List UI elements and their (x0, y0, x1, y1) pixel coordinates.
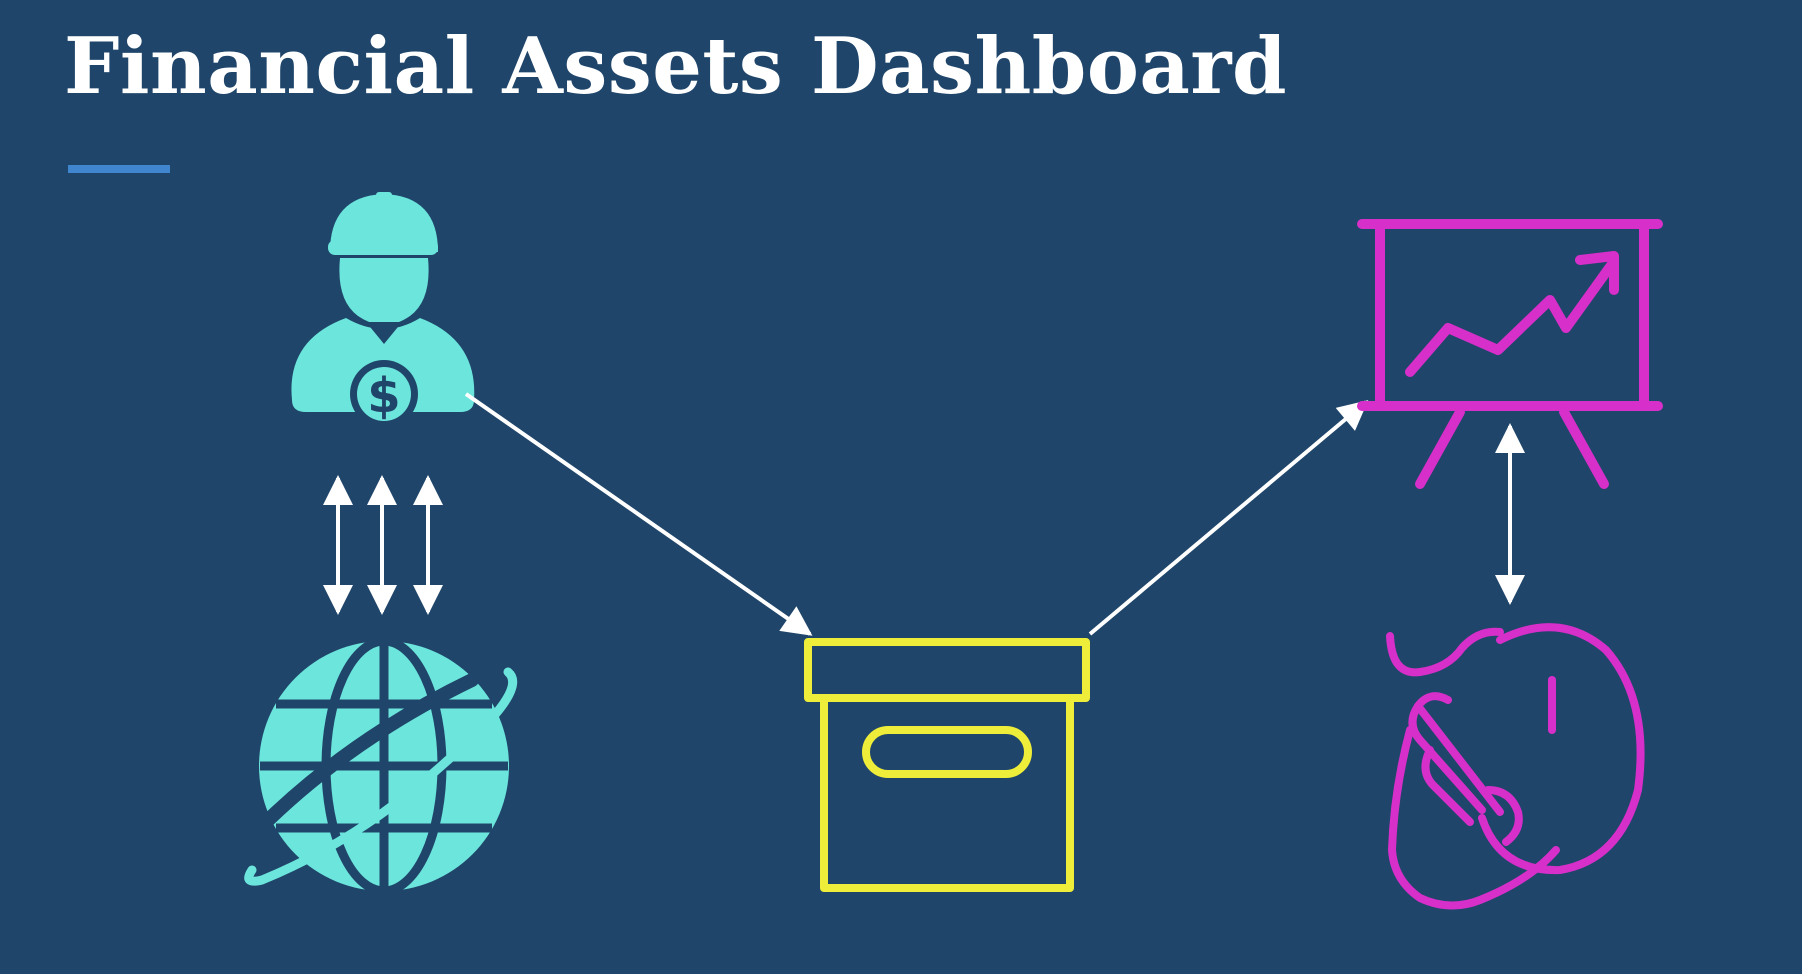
arrow-box-to-chart (1088, 400, 1369, 636)
svg-text:$: $ (367, 368, 400, 424)
hand-on-mouse-icon (1386, 623, 1645, 910)
arrow-worker-to-box (464, 392, 813, 636)
presentation-chart-icon (1357, 219, 1663, 489)
page-title: Financial Assets Dashboard (64, 21, 1288, 112)
archive-box-icon (804, 638, 1090, 892)
financial-worker-icon: $ (291, 192, 475, 428)
title-accent-bar (68, 165, 170, 173)
globe-icon (244, 636, 517, 896)
worker-globe-exchange-arrows (323, 475, 443, 615)
